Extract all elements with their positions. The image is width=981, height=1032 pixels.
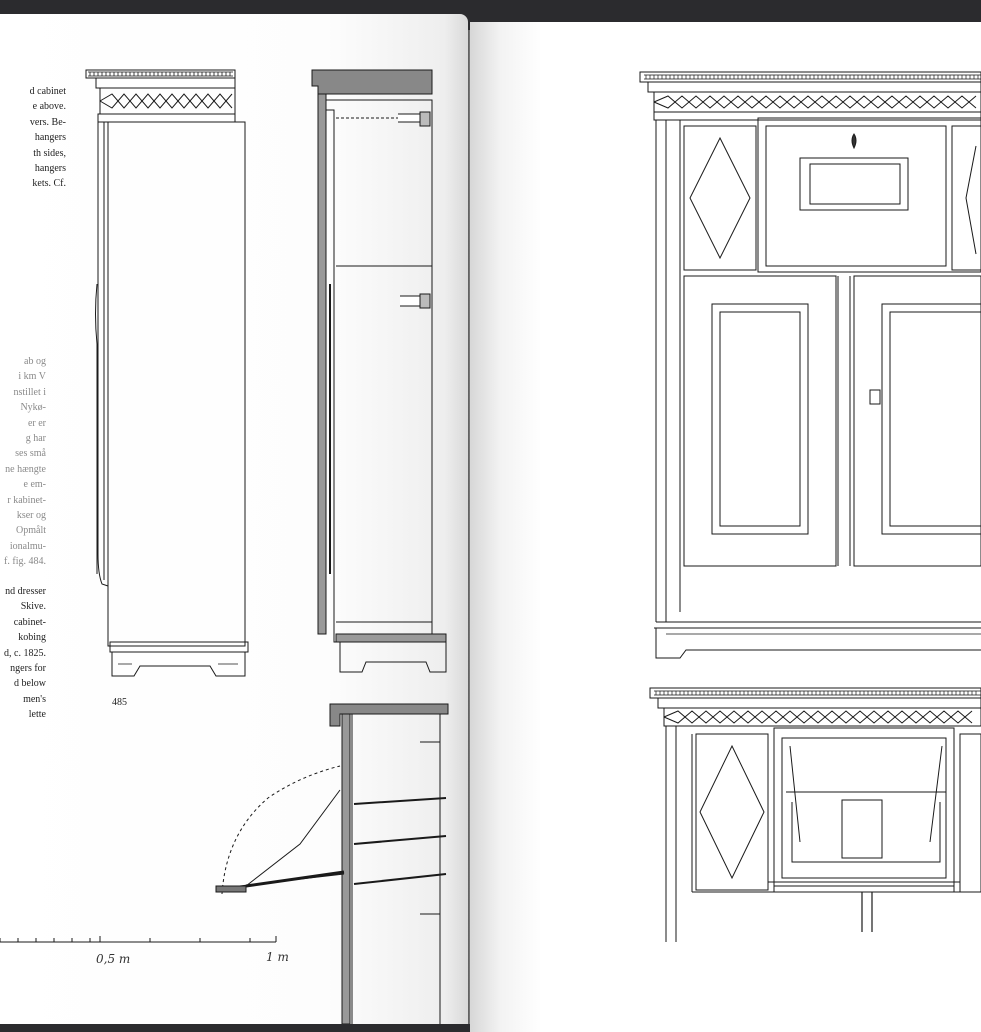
- caption-line: ngers for: [10, 663, 46, 675]
- scale-label-full: 1 m: [266, 950, 289, 964]
- caption-line: ne hængte: [5, 463, 46, 475]
- front-elevation-drawing: [639, 71, 981, 659]
- caption-line: ab og: [24, 356, 46, 367]
- caption-line: Skive.: [20, 601, 46, 613]
- caption-line: kets. Cf.: [32, 178, 66, 190]
- caption-line: ionalmu-: [9, 540, 46, 552]
- caption-line: f. fig. 484.: [4, 556, 46, 568]
- caption-line: ses små: [15, 448, 46, 460]
- caption-line: th sides,: [33, 147, 66, 159]
- caption-line: r kabinet-: [7, 494, 46, 506]
- figure-number: 485: [112, 697, 127, 708]
- caption-english-top: d cabinet e above. vers. Be-hangers th side…: [0, 84, 66, 192]
- caption-line: hangers: [34, 132, 66, 144]
- left-page: d cabinet e above. vers. Be-hangers th side…: [0, 14, 468, 1024]
- caption-line: er er: [27, 417, 46, 429]
- caption-line: lette: [28, 709, 46, 721]
- scale-bar: [0, 936, 277, 943]
- caption-line: d, c. 1825.: [4, 647, 46, 659]
- open-fall-front-drawing: [649, 687, 981, 942]
- caption-line: Nykø-: [20, 402, 46, 414]
- cabinet-front-drawings: [639, 71, 981, 942]
- scale-label-half: 0,5 m: [96, 952, 131, 966]
- caption-line: d below: [14, 678, 46, 690]
- caption-line: g har: [25, 433, 46, 445]
- caption-danish: ab og i km V nstillet i Nykø-er er g har ses …: [0, 354, 46, 570]
- caption-line: men's: [23, 693, 46, 705]
- caption-line: hangers: [34, 163, 66, 175]
- caption-line: d cabinet: [29, 86, 66, 97]
- caption-line: i km V: [18, 371, 46, 383]
- side-elevation-drawing: [85, 69, 249, 677]
- caption-line: kser og: [16, 510, 46, 522]
- caption-line: e em-: [23, 479, 47, 491]
- caption-line: vers. Be-: [29, 116, 66, 128]
- caption-line: nstillet i: [13, 386, 47, 398]
- caption-line: kobing: [18, 632, 46, 644]
- fall-front-section-drawing: [215, 703, 449, 1024]
- caption-line: cabinet-: [13, 616, 46, 628]
- cabinet-drawings-left: [0, 69, 449, 1024]
- caption-line: e above.: [32, 101, 66, 113]
- section-drawing: [311, 69, 447, 673]
- caption-line: Opmålt: [16, 525, 46, 537]
- right-page: [470, 22, 981, 1032]
- caption-line: nd dresser: [5, 586, 46, 597]
